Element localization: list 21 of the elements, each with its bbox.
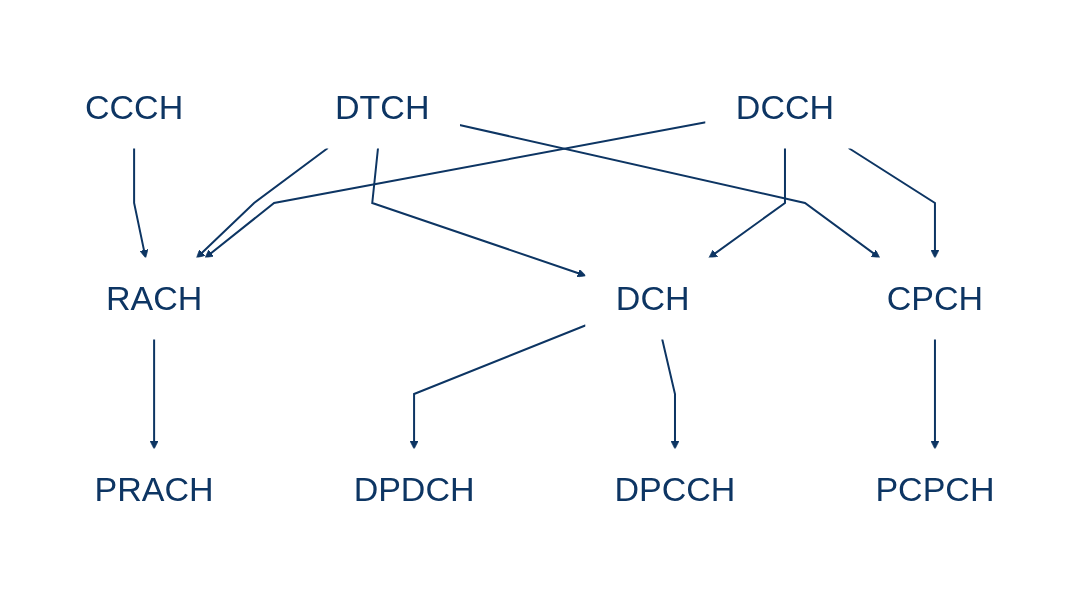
node-text: DPCCH [614, 470, 736, 508]
arrow [149, 338, 159, 450]
arrow [409, 324, 588, 450]
arrow [708, 147, 787, 259]
arrow [847, 147, 940, 259]
arrow [133, 147, 149, 259]
node-text: DCCH [736, 88, 835, 126]
node-text: CCCH [85, 88, 184, 126]
node-text: PRACH [94, 470, 214, 508]
node-text: DPDCH [353, 470, 475, 508]
node-text: CPCH [887, 279, 984, 317]
arrow [661, 338, 680, 450]
node-text: RACH [106, 279, 203, 317]
arrow [196, 147, 330, 259]
node-text: DTCH [335, 88, 430, 126]
arrow [371, 147, 587, 278]
arrow [458, 123, 881, 259]
node-text: DCH [616, 279, 690, 317]
arrow [204, 121, 708, 259]
arrow [930, 338, 940, 450]
node-text: PCPCH [875, 470, 995, 508]
